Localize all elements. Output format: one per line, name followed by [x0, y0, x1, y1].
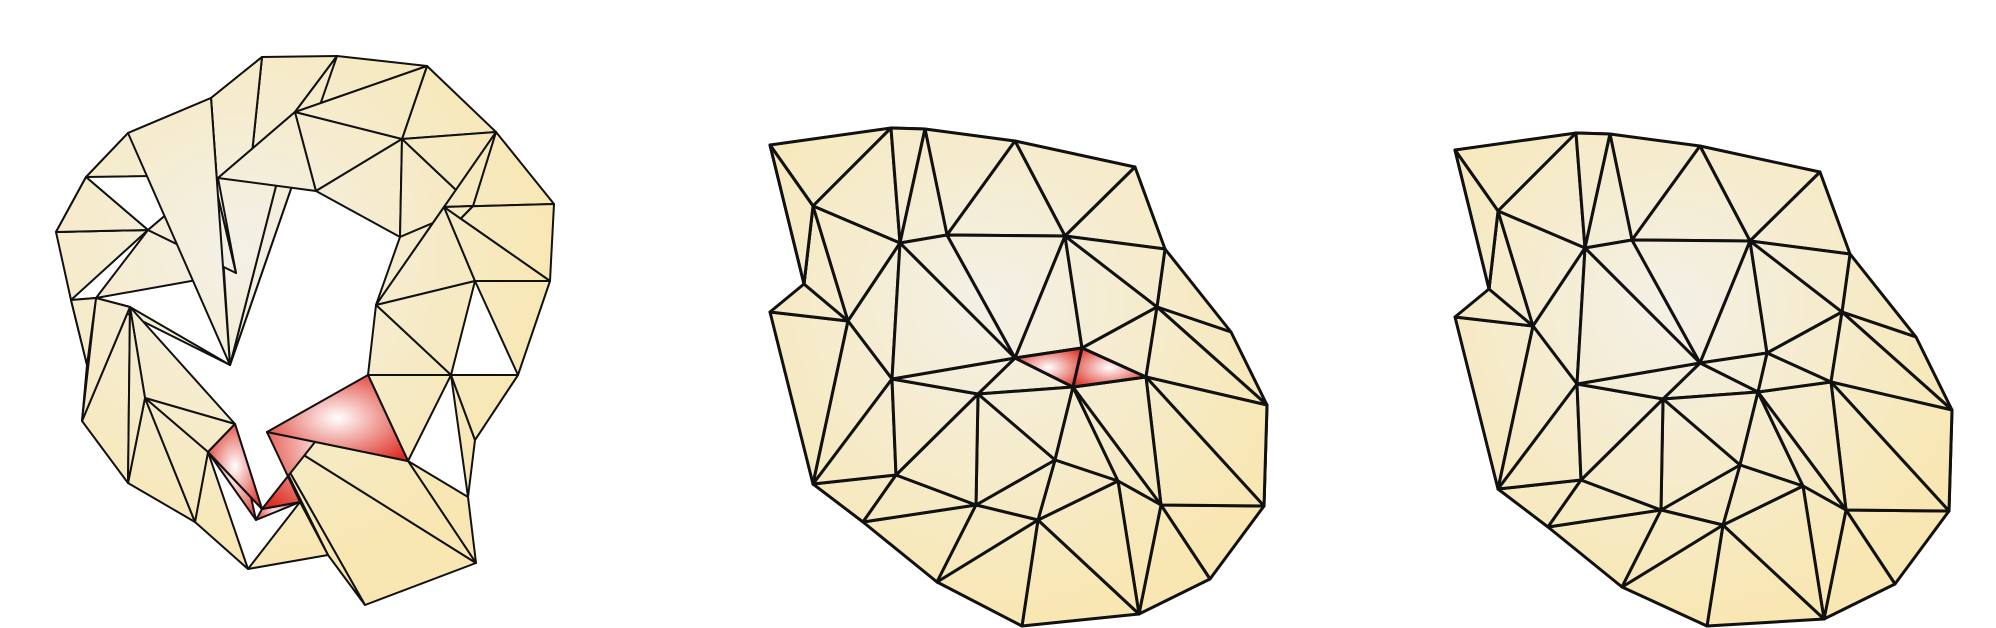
left-mesh-triangle [127, 97, 231, 366]
left-mesh-triangle [443, 206, 551, 282]
left-mesh-triangle [127, 306, 146, 484]
right-mesh-triangle [1620, 508, 1725, 589]
mesh-filled-final [1453, 131, 1954, 628]
middle-mesh-triangle [935, 503, 1040, 584]
right-mesh-triangle [1575, 246, 1702, 386]
left-mesh-highlighted-triangle [266, 374, 409, 462]
left-mesh-triangle [70, 297, 97, 366]
left-mesh-triangle [474, 280, 551, 376]
mesh-with-hole [55, 55, 555, 606]
left-mesh-triangle [55, 176, 149, 233]
left-mesh-triangle [81, 297, 131, 422]
left-mesh-triangle [144, 397, 209, 523]
left-mesh-triangle [294, 65, 428, 140]
mesh-filled-highlighted [768, 126, 1269, 628]
middle-mesh-highlighted-triangle [1071, 346, 1148, 389]
middle-mesh-triangle [768, 143, 815, 286]
left-mesh-triangle [450, 374, 519, 441]
left-mesh-triangle [266, 431, 366, 606]
middle-mesh-triangle [890, 241, 1017, 381]
left-mesh-triangle [247, 501, 329, 570]
left-mesh-highlighted-triangle [207, 423, 263, 510]
right-mesh-triangle [1453, 148, 1500, 291]
